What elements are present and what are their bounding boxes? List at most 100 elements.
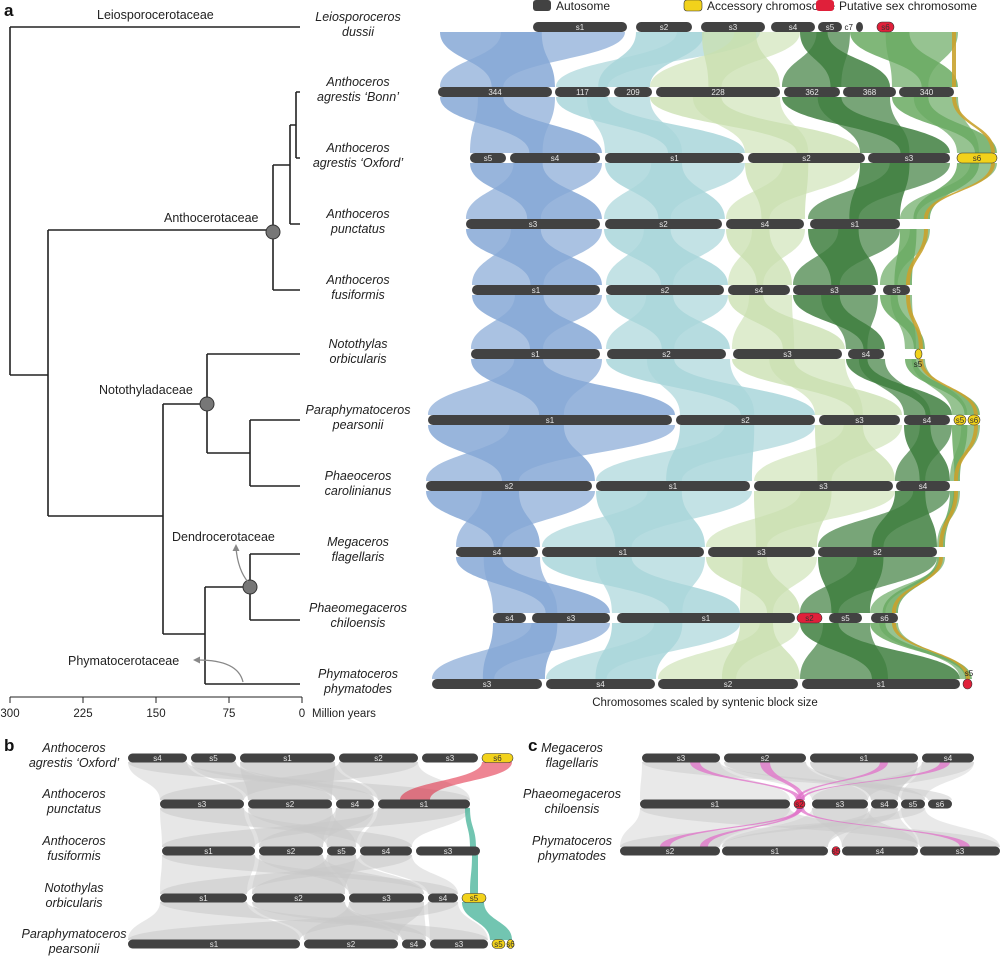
species-label-b: Notothylas: [44, 881, 103, 895]
accessory-chromosome: [953, 414, 967, 426]
chromosome-label: s3: [819, 482, 828, 491]
autosome-chromosome: [542, 547, 704, 557]
synteny-ribbon: [542, 491, 752, 547]
species-label-a: Anthoceros: [325, 75, 389, 89]
autosome-chromosome: [856, 22, 863, 32]
tree-crown-split: [47, 229, 273, 517]
synteny-ribbons-a: [426, 32, 997, 679]
chromosome-label: s4: [439, 894, 448, 903]
autosome-chromosome: [636, 22, 692, 32]
synteny-ribbon: [658, 623, 800, 679]
autosome-chromosome: [606, 285, 724, 295]
sex-chromosome: [796, 612, 823, 624]
autosome-chromosome: [620, 846, 720, 856]
dendro-arrowhead: [232, 544, 240, 551]
chromosome-label: s4: [153, 754, 162, 763]
species-label-a: agrestis ‘Oxford’: [313, 156, 404, 170]
chromosome-label: s5: [956, 416, 965, 425]
autosome-chromosome: [724, 753, 806, 763]
chromosome-label: s2: [505, 482, 514, 491]
autosome-chromosome: [191, 753, 236, 763]
chromosome-scale-caption: Chromosomes scaled by syntenic block siz…: [592, 697, 818, 709]
autosome-chromosome: [532, 613, 610, 623]
synteny-ribbon: [620, 808, 925, 847]
autosome-chromosome: [240, 753, 335, 763]
autosome-chromosome: [596, 481, 750, 491]
autosome-chromosome: [416, 846, 480, 856]
species-label-b: Anthoceros: [41, 741, 105, 755]
chromosome-label: s2: [286, 800, 295, 809]
synteny-ribbon: [606, 295, 728, 349]
family-pointers: [193, 544, 249, 683]
synteny-ribbon: [858, 359, 931, 415]
chromosome-label: s1: [670, 154, 679, 163]
synteny-ribbon: [646, 359, 755, 415]
species-label-c: chiloensis: [545, 802, 600, 816]
chromosome-label: s2: [660, 23, 669, 32]
chromosome-label: s2: [287, 847, 296, 856]
synteny-ribbon: [604, 163, 745, 219]
sex-chromosome: [876, 21, 895, 33]
chromosome-label: s5: [914, 360, 923, 369]
chromosome-label: s1: [283, 754, 292, 763]
synteny-ribbon: [919, 359, 978, 415]
accessory-chromosome: [506, 939, 515, 949]
autosome-chromosome: [733, 349, 842, 359]
autosome-chromosome: [472, 285, 600, 295]
synteny-ribbon: [587, 97, 682, 153]
chromosome-label: s5: [909, 800, 918, 809]
axis-title: Million years: [312, 708, 376, 720]
autosome-chromosome: [658, 679, 798, 689]
autosome-chromosome: [327, 846, 356, 856]
synteny-ribbon: [160, 855, 412, 894]
autosome-chromosome: [128, 939, 300, 949]
synteny-ribbon: [760, 762, 805, 800]
sex-chromosome: [793, 799, 806, 809]
chromosome-label: s5: [209, 754, 218, 763]
chromosome-label: s2: [666, 847, 675, 856]
chromosome-label: s3: [677, 754, 686, 763]
synteny-ribbon: [462, 902, 512, 940]
synteny-ribbon: [466, 163, 602, 219]
autosome-chromosome: [252, 893, 345, 903]
chromosome-label: s1: [546, 416, 555, 425]
chromosome-label: s5: [470, 894, 479, 903]
species-label-a: Notothylas: [328, 337, 387, 351]
autosome-chromosome: [726, 219, 804, 229]
chromosome-label: s5: [832, 847, 841, 856]
synteny-ribbon: [870, 557, 945, 613]
synteny-ribbon: [901, 762, 974, 800]
chromosome-label: s3: [444, 847, 453, 856]
phymato-pointer: [197, 659, 244, 683]
species-label-a: phymatodes: [323, 682, 392, 696]
tree-lower-clades: [162, 353, 300, 685]
tree-anthocerotaceae: [272, 91, 300, 291]
chromosome-label: s4: [761, 220, 770, 229]
axis-tick-label: 225: [73, 708, 92, 720]
axis-tick-label: 75: [223, 708, 236, 720]
chromosome-label: s2: [761, 754, 770, 763]
synteny-ribbon: [793, 229, 900, 285]
chromosome-label: s3: [729, 23, 738, 32]
chromosome-label: s1: [199, 894, 208, 903]
family-notothyladaceae: Notothyladaceae: [99, 383, 193, 397]
synteny-ribbon: [360, 855, 458, 894]
synteny-ribbon: [939, 491, 958, 547]
autosome-chromosome: [432, 679, 542, 689]
chromosome-label: s6: [973, 154, 982, 163]
chromosome-label: s1: [711, 800, 720, 809]
family-labels: Leiosporocerotaceae Anthocerotaceae Noto…: [68, 8, 275, 668]
chromosome-label: 340: [920, 88, 934, 97]
species-label-a: Megaceros: [327, 535, 389, 549]
synteny-ribbon: [596, 425, 815, 481]
species-label-a: Anthoceros: [325, 207, 389, 221]
synteny-ribbon: [906, 295, 923, 349]
autosome-chromosome: [810, 219, 900, 229]
autosome-chromosome: [904, 415, 950, 425]
chromosome-label: s5: [965, 669, 974, 678]
species-label-a: Anthoceros: [325, 273, 389, 287]
autosome-chromosome: [871, 799, 898, 809]
chromosome-label: 228: [711, 88, 725, 97]
species-label-a: orbicularis: [330, 352, 387, 366]
